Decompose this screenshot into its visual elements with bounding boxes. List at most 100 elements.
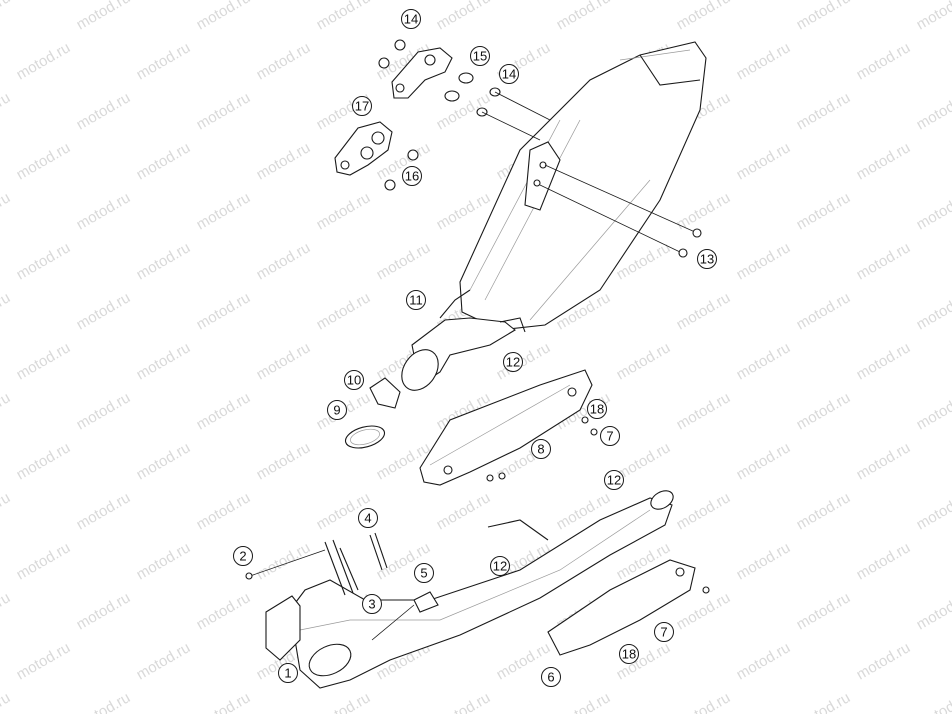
watermark-text: motod.ru [74, 389, 134, 433]
muffler-inlet-pipe [401, 289, 526, 391]
hanger-plate-lower [334, 121, 419, 191]
svg-text:10: 10 [347, 373, 361, 388]
watermark-text: motod.ru [0, 689, 13, 714]
watermark-text: motod.ru [0, 189, 13, 233]
watermark-text: motod.ru [194, 589, 254, 633]
watermark-text: motod.ru [314, 689, 374, 714]
svg-text:2: 2 [239, 549, 246, 564]
callout-6: 6 [541, 667, 561, 687]
watermark-text: motod.ru [734, 339, 794, 383]
callout-8: 8 [531, 439, 551, 459]
callout-7b: 7 [654, 622, 674, 642]
watermark-text: motod.ru [314, 0, 374, 33]
watermark-text: motod.ru [254, 39, 314, 83]
watermark-text: motod.ru [194, 289, 254, 333]
watermark-text: motod.ru [254, 139, 314, 183]
watermark-text: motod.ru [734, 139, 794, 183]
watermark-text: motod.ru [74, 489, 134, 533]
watermark-text: motod.ru [854, 339, 914, 383]
watermark-text: motod.ru [854, 439, 914, 483]
watermark-text: motod.ru [854, 139, 914, 183]
svg-text:4: 4 [364, 511, 371, 526]
watermark-text: motod.ru [314, 189, 374, 233]
watermark-text: motod.ru [194, 0, 254, 33]
callout-11: 11 [406, 290, 426, 310]
svg-text:7: 7 [606, 429, 613, 444]
watermark-text: motod.ru [134, 439, 194, 483]
callout-9: 9 [327, 400, 347, 420]
watermark-text: motod.ru [914, 589, 952, 633]
watermark-text: motod.ru [914, 389, 952, 433]
watermark-text: motod.ru [914, 689, 952, 714]
watermark-text: motod.ru [134, 339, 194, 383]
watermark-text: motod.ru [494, 339, 554, 383]
watermark-text: motod.ru [914, 0, 952, 33]
svg-text:1: 1 [284, 666, 291, 681]
watermark-text: motod.ru [914, 489, 952, 533]
svg-text:18: 18 [590, 402, 604, 417]
watermark-text: motod.ru [14, 239, 74, 283]
hanger-plate-upper [378, 39, 551, 141]
svg-text:12: 12 [506, 355, 520, 370]
muffler-canister [459, 41, 707, 331]
callout-10: 10 [344, 370, 364, 390]
clamp-10 [369, 377, 401, 409]
watermark-text: motod.ru [854, 639, 914, 683]
callout-18b: 18 [619, 644, 639, 664]
watermark-text: motod.ru [854, 539, 914, 583]
callout-3: 3 [362, 594, 382, 614]
rod-4 [369, 532, 388, 571]
watermark-text: motod.ru [734, 639, 794, 683]
watermark-text: motod.ru [794, 389, 854, 433]
watermark-text: motod.ru [0, 489, 13, 533]
callout-12c: 12 [490, 556, 510, 576]
watermark-text: motod.ru [734, 39, 794, 83]
watermark-text: motod.ru [674, 289, 734, 333]
gasket-ring-9 [344, 425, 386, 449]
svg-text:7: 7 [660, 625, 667, 640]
watermark-text: motod.ru [674, 0, 734, 33]
callout-2: 2 [233, 546, 253, 566]
svg-text:8: 8 [537, 442, 544, 457]
watermark-text: motod.ru [254, 339, 314, 383]
watermark-text: motod.ru [134, 239, 194, 283]
watermark-text: motod.ru [854, 39, 914, 83]
callout-7a: 7 [600, 426, 620, 446]
sensor-plug-5 [371, 591, 439, 641]
watermark-text: motod.ru [74, 189, 134, 233]
callout-12b: 12 [604, 470, 624, 490]
watermark-text: motod.ru [0, 389, 13, 433]
callout-14b: 14 [499, 64, 519, 84]
svg-text:17: 17 [355, 99, 369, 114]
spacer-3 [324, 539, 359, 596]
watermark-text: motod.ru [14, 339, 74, 383]
svg-text:12: 12 [493, 559, 507, 574]
watermark-text: motod.ru [554, 689, 614, 714]
callout-16: 16 [402, 166, 422, 186]
header-pipe-stub [265, 595, 301, 661]
watermark-text: motod.ru [134, 139, 194, 183]
watermark-text: motod.ru [434, 489, 494, 533]
watermark-text: motod.ru [674, 689, 734, 714]
svg-text:5: 5 [420, 566, 427, 581]
watermark-text: motod.ru [254, 539, 314, 583]
exhaust-header-1 [289, 490, 674, 689]
watermark-text: motod.ru [194, 689, 254, 714]
bolt-2 [245, 549, 326, 580]
watermark-text: motod.ru [434, 689, 494, 714]
svg-text:15: 15 [473, 49, 487, 64]
watermark-text: motod.ru [614, 339, 674, 383]
watermark-text: motod.ru [794, 689, 854, 714]
callout-17: 17 [352, 96, 372, 116]
watermark-text: motod.ru [134, 539, 194, 583]
svg-text:14: 14 [404, 12, 418, 27]
callout-4: 4 [358, 508, 378, 528]
watermark-text: motod.ru [854, 239, 914, 283]
svg-text:6: 6 [547, 670, 554, 685]
watermark-text: motod.ru [794, 289, 854, 333]
watermark-text: motod.ru [14, 39, 74, 83]
watermark-text: motod.ru [374, 239, 434, 283]
watermark-text: motod.ru [554, 0, 614, 33]
watermark-text: motod.ru [734, 539, 794, 583]
